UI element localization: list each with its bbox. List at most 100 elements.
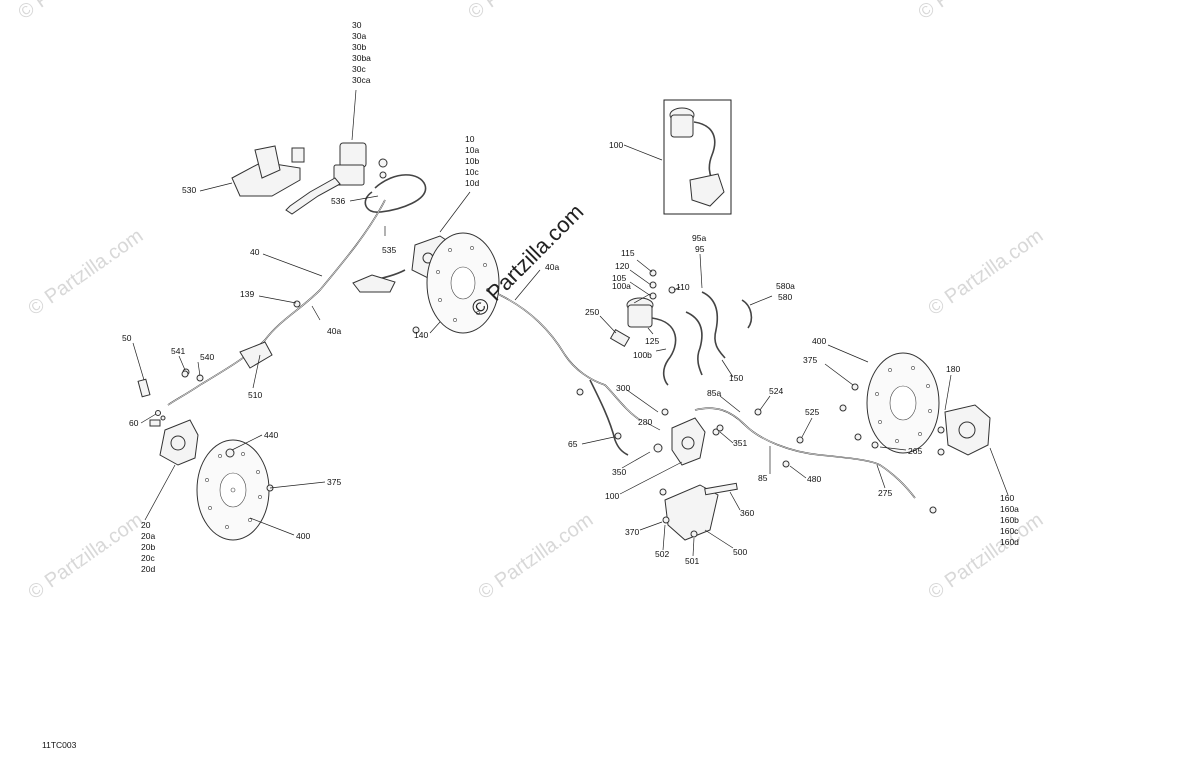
callout-350: 350 <box>612 467 626 477</box>
watermark-4: © Partzilla.com <box>24 225 147 320</box>
callout-10: 10 <box>465 134 475 144</box>
callout-160c: 160c <box>1000 526 1019 536</box>
fitting-50-60 <box>137 378 166 421</box>
callout-265: 265 <box>908 446 922 456</box>
callout-510: 510 <box>248 390 262 400</box>
callout-labels: 30 30a 30b 30ba 30c 30ca 10 10a 10b 10c … <box>122 20 1019 574</box>
callout-100a: 100a <box>612 281 631 291</box>
callout-10c: 10c <box>465 167 479 177</box>
callout-400-left: 400 <box>296 531 310 541</box>
leader-lines <box>132 89 1009 557</box>
callout-536: 536 <box>331 196 345 206</box>
callout-530: 530 <box>182 185 196 195</box>
watermark-8: © Partzilla.com <box>924 509 1047 604</box>
callout-100-box: 100 <box>609 140 623 150</box>
bolts <box>181 300 937 538</box>
callout-400-right: 400 <box>812 336 826 346</box>
callout-100b: 100b <box>633 350 652 360</box>
callout-160a: 160a <box>1000 504 1019 514</box>
callout-280: 280 <box>638 417 652 427</box>
callout-95a: 95a <box>692 233 706 243</box>
callout-375-left: 375 <box>327 477 341 487</box>
callout-525: 525 <box>805 407 819 417</box>
inset-box-100 <box>663 99 732 215</box>
watermark-1: © Partzilla.com <box>14 0 137 24</box>
watermarks: © Partzilla.com © Partzilla.com © Partzi… <box>14 0 1047 604</box>
callout-120: 120 <box>615 261 629 271</box>
callout-125: 125 <box>645 336 659 346</box>
callout-50: 50 <box>122 333 132 343</box>
callout-30ca: 30ca <box>352 75 371 85</box>
callout-250: 250 <box>585 307 599 317</box>
watermark-7: © Partzilla.com <box>474 509 597 604</box>
callout-10d: 10d <box>465 178 479 188</box>
callout-20a: 20a <box>141 531 155 541</box>
callout-30ba: 30ba <box>352 53 371 63</box>
upper-brake-hose <box>364 174 427 213</box>
mount-bracket-530 <box>231 145 305 197</box>
callout-30: 30 <box>352 20 362 30</box>
callout-580: 580 <box>778 292 792 302</box>
callout-40: 40 <box>250 247 260 257</box>
watermark-3: © Partzilla.com <box>914 0 1037 24</box>
callout-160d: 160d <box>1000 537 1019 547</box>
callout-502: 502 <box>655 549 669 559</box>
callout-139: 139 <box>240 289 254 299</box>
callout-10a: 10a <box>465 145 479 155</box>
callout-140: 140 <box>414 330 428 340</box>
callout-110: 110 <box>676 282 690 292</box>
left-brake-hose <box>167 199 386 406</box>
brake-lines <box>167 174 916 499</box>
callout-580a: 580a <box>776 281 795 291</box>
callout-20b: 20b <box>141 542 155 552</box>
hose-95-580 <box>701 291 753 359</box>
callout-30b: 30b <box>352 42 366 52</box>
callout-20d: 20d <box>141 564 155 574</box>
callout-115: 115 <box>621 248 635 258</box>
callout-40a-left: 40a <box>327 326 341 336</box>
callout-500: 500 <box>733 547 747 557</box>
rear-caliper-100 <box>671 417 720 466</box>
callout-105: 105 <box>612 273 626 283</box>
diagram-code: 11TC003 <box>42 740 77 750</box>
short-hose-65 <box>589 379 629 456</box>
callout-480: 480 <box>807 474 821 484</box>
callout-10b: 10b <box>465 156 479 166</box>
watermark-5: © Partzilla.com <box>924 225 1047 320</box>
callout-40a-top: 40a <box>545 262 559 272</box>
callout-160: 160 <box>1000 493 1014 503</box>
callout-20: 20 <box>141 520 151 530</box>
callout-540: 540 <box>200 352 214 362</box>
callout-541: 541 <box>171 346 185 356</box>
callout-30a: 30a <box>352 31 366 41</box>
cap-parts-115-110 <box>649 269 676 300</box>
callout-85: 85 <box>758 473 768 483</box>
rear-bracket-500 <box>659 482 738 541</box>
callout-535: 535 <box>382 245 396 255</box>
rear-master-cylinder-100a <box>609 297 703 386</box>
callout-180: 180 <box>946 364 960 374</box>
left-caliper-20 <box>149 419 199 466</box>
right-brake-disc-400 <box>866 352 940 454</box>
callout-360: 360 <box>740 508 754 518</box>
callout-65: 65 <box>568 439 578 449</box>
callout-440: 440 <box>264 430 278 440</box>
callout-100-bottom: 100 <box>605 491 619 501</box>
callout-60: 60 <box>129 418 139 428</box>
callout-375-right: 375 <box>803 355 817 365</box>
master-cylinder-30 <box>285 142 388 215</box>
callout-275: 275 <box>878 488 892 498</box>
watermark-6: © Partzilla.com <box>24 509 147 604</box>
callout-30c: 30c <box>352 64 366 74</box>
left-brake-disc-400 <box>196 439 270 541</box>
callout-351: 351 <box>733 438 747 448</box>
callout-95: 95 <box>695 244 705 254</box>
callout-370: 370 <box>625 527 639 537</box>
callout-20c: 20c <box>141 553 155 563</box>
callout-85a: 85a <box>707 388 721 398</box>
center-brake-disc <box>426 232 500 334</box>
callout-501: 501 <box>685 556 699 566</box>
callout-524: 524 <box>769 386 783 396</box>
callout-300: 300 <box>616 383 630 393</box>
